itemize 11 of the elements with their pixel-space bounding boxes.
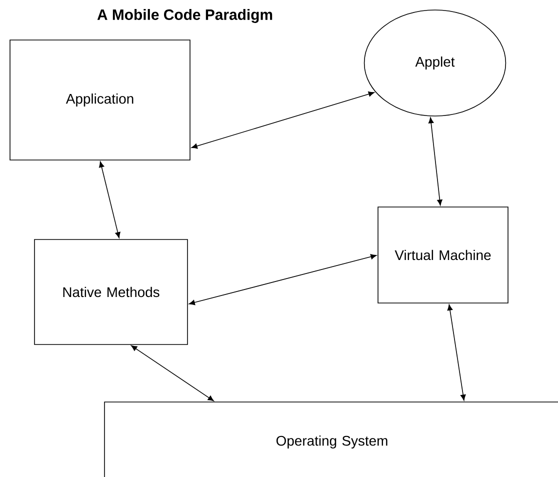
process-box: Virtual Machine — [378, 206, 508, 304]
process-box: Native Methods — [34, 239, 188, 345]
arrow — [188, 254, 377, 306]
arrow — [191, 91, 374, 149]
title: A Mobile Code Paradigm — [97, 9, 272, 23]
arrow — [447, 304, 466, 401]
arrow — [428, 117, 442, 206]
arrow — [131, 345, 214, 402]
process-box: Application — [10, 40, 190, 160]
arrow — [99, 161, 120, 238]
process-box: Operating System — [104, 402, 558, 477]
